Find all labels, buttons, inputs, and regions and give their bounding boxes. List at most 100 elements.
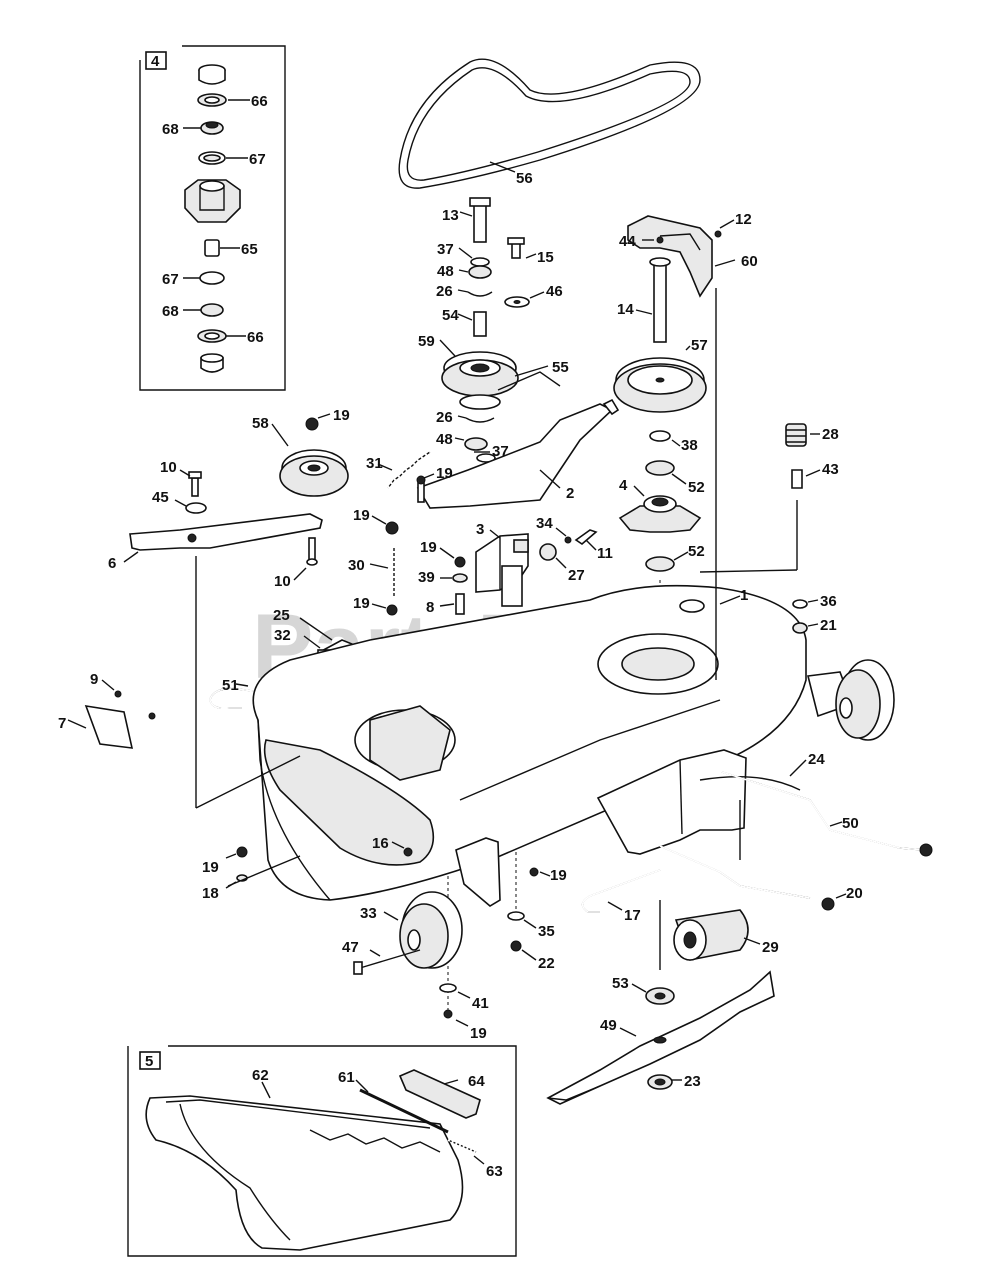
callout-19-41: 19 <box>470 1025 487 1042</box>
callout-10-bottom: 10 <box>274 573 291 590</box>
callout-19-31: 19 <box>436 465 453 482</box>
callout-20: 20 <box>846 885 863 902</box>
callout-47: 47 <box>342 939 359 956</box>
callout-19-30b: 19 <box>353 595 370 612</box>
callout-45: 45 <box>152 489 169 506</box>
right-wheel <box>807 659 895 741</box>
callout-3: 3 <box>476 521 484 538</box>
callout-38: 38 <box>681 437 698 454</box>
left-wheel: 19 33 47 41 19 <box>342 837 567 1042</box>
fitting: 28 43 <box>699 423 839 573</box>
callout-15: 15 <box>537 249 554 266</box>
callout-8-top: 8 <box>426 599 434 616</box>
nuts-36-21: 36 21 <box>792 593 837 634</box>
callout-52-bottom: 52 <box>688 543 705 560</box>
callout-10-top: 10 <box>160 459 177 476</box>
left-idler: 19 58 10 45 6 10 <box>108 407 350 590</box>
callout-19-58: 19 <box>333 407 350 424</box>
nuts-35-22: 35 22 <box>507 911 555 972</box>
callout-66-top: 66 <box>251 93 268 110</box>
callout-4: 4 <box>619 477 628 494</box>
callout-19-30a: 19 <box>353 507 370 524</box>
callout-34: 34 <box>536 515 553 532</box>
callout-55: 55 <box>552 359 569 376</box>
callout-67-top: 67 <box>249 151 266 168</box>
callout-13: 13 <box>442 207 459 224</box>
callout-7: 7 <box>58 715 66 732</box>
callout-31: 31 <box>366 455 383 472</box>
spring-30: 19 30 19 <box>348 507 399 616</box>
callout-46: 46 <box>546 283 563 300</box>
pin-stack: 19 39 8 <box>418 539 468 616</box>
belt: 56 <box>398 58 701 189</box>
callout-44: 44 <box>619 233 636 250</box>
callout-50: 50 <box>842 815 859 832</box>
inset-5-label: 5 <box>145 1053 153 1070</box>
roller-29: 29 <box>673 909 779 961</box>
callout-17: 17 <box>624 907 641 924</box>
callout-28: 28 <box>822 426 839 443</box>
callout-6: 6 <box>108 555 116 572</box>
callout-39: 39 <box>418 569 435 586</box>
callout-32: 32 <box>274 627 291 644</box>
inset-5-tag <box>139 1051 161 1070</box>
spring-31: 31 19 <box>366 451 453 503</box>
callout-62: 62 <box>252 1067 269 1084</box>
callout-18: 18 <box>202 885 219 902</box>
callout-26-bottom: 26 <box>436 409 453 426</box>
callout-65: 65 <box>241 241 258 258</box>
bolt-15: 15 46 <box>504 237 563 308</box>
callout-51: 51 <box>222 677 239 694</box>
callout-56: 56 <box>516 170 533 187</box>
callout-9: 9 <box>90 671 98 688</box>
callout-23: 23 <box>684 1073 701 1090</box>
pivot-bar: 24 50 20 17 <box>581 749 933 924</box>
callout-61: 61 <box>338 1069 355 1086</box>
callout-64: 64 <box>468 1073 485 1090</box>
callout-54: 54 <box>442 307 459 324</box>
idler-stack: 13 37 48 26 54 59 26 48 37 <box>418 197 519 463</box>
callout-27: 27 <box>568 567 585 584</box>
callout-24: 24 <box>808 751 825 768</box>
callout-30: 30 <box>348 557 365 574</box>
callout-68-bottom: 68 <box>162 303 179 320</box>
plate-7: 9 7 <box>58 671 156 749</box>
deck-shell: 1 16 <box>252 584 807 901</box>
nuts-19-18: 19 18 <box>202 846 248 902</box>
callout-22: 22 <box>538 955 555 972</box>
bracket-3: 3 34 11 27 <box>475 515 613 607</box>
callout-67-bottom: 67 <box>162 271 179 288</box>
rod-51: 51 <box>209 677 261 710</box>
inset-4: 4 66 68 <box>139 45 286 391</box>
callout-11: 11 <box>597 545 613 562</box>
callout-19-bracket: 19 <box>550 867 567 884</box>
callout-29: 29 <box>762 939 779 956</box>
callout-21: 21 <box>820 617 837 634</box>
callout-68-top: 68 <box>162 121 179 138</box>
callout-19-18: 19 <box>202 859 219 876</box>
callout-33: 33 <box>360 905 377 922</box>
callout-63: 63 <box>486 1163 503 1180</box>
callout-43: 43 <box>822 461 839 478</box>
callout-53: 53 <box>612 975 629 992</box>
right-spindle: 12 60 44 14 57 38 52 4 52 <box>613 211 758 690</box>
callout-37-top: 37 <box>437 241 454 258</box>
callout-66-bottom: 66 <box>247 329 264 346</box>
callout-12: 12 <box>735 211 752 228</box>
callout-35: 35 <box>538 923 555 940</box>
idler-arm: 55 2 <box>416 359 620 509</box>
callout-26-top: 26 <box>436 283 453 300</box>
callout-57: 57 <box>691 337 708 354</box>
callout-58: 58 <box>252 415 269 432</box>
inset-5: 5 62 61 64 63 <box>127 1045 517 1257</box>
callout-48-top: 48 <box>437 263 454 280</box>
callout-14: 14 <box>617 301 634 318</box>
callout-59: 59 <box>418 333 435 350</box>
callout-52-top: 52 <box>688 479 705 496</box>
callout-25: 25 <box>273 607 290 624</box>
callout-2: 2 <box>566 485 574 502</box>
inset-4-tag <box>145 51 167 70</box>
callout-48-bottom: 48 <box>436 431 453 448</box>
